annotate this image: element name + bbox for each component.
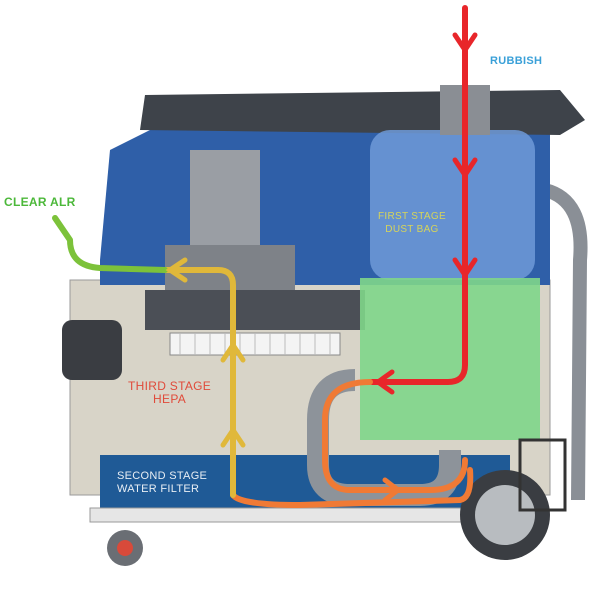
clear-air-label: CLEAR ALR bbox=[4, 195, 76, 209]
front-wheel-hub bbox=[117, 540, 133, 556]
flow-arrows bbox=[52, 5, 474, 508]
motor bbox=[190, 150, 260, 250]
arrowhead-right bbox=[382, 477, 403, 503]
hepa-pleats bbox=[179, 333, 331, 355]
second-stage-line-2: WATER FILTER bbox=[117, 483, 200, 495]
third-stage-label: THIRD STAGE HEPA bbox=[128, 380, 211, 406]
second-stage-label: SECOND STAGE WATER FILTER bbox=[117, 470, 207, 496]
clear-air-flow-arrow bbox=[52, 215, 168, 273]
first-stage-label: FIRST STAGE DUST BAG bbox=[378, 210, 446, 236]
arrowhead-left bbox=[165, 257, 188, 283]
dust-bag-upper bbox=[370, 130, 535, 280]
first-stage-line-2: DUST BAG bbox=[385, 224, 439, 235]
rubbish-flow-arrow bbox=[369, 5, 468, 385]
third-stage-line-1: THIRD STAGE bbox=[128, 379, 212, 393]
water-flow-bottom-arrow bbox=[230, 467, 474, 508]
arrowheads bbox=[165, 32, 478, 503]
top-lid bbox=[140, 90, 585, 135]
third-stage-line-2: HEPA bbox=[153, 392, 187, 406]
hepa-flow-arrow bbox=[162, 267, 236, 498]
arrowhead-down bbox=[452, 157, 478, 180]
rubbish-label: RUBBISH bbox=[490, 55, 543, 67]
arrowhead-down bbox=[452, 32, 478, 55]
first-stage-line-1: FIRST STAGE bbox=[378, 211, 446, 222]
arrowhead-up bbox=[220, 425, 246, 448]
hose bbox=[542, 183, 588, 501]
arrowhead-down bbox=[452, 257, 478, 280]
water-flow-arrow bbox=[322, 379, 468, 493]
side-basket bbox=[518, 438, 567, 512]
second-stage-line-1: SECOND STAGE bbox=[117, 470, 208, 482]
arrowhead-up bbox=[220, 340, 246, 363]
rear-wheel-hub bbox=[475, 485, 535, 545]
dust-bag-lower bbox=[360, 278, 540, 440]
base bbox=[89, 507, 521, 523]
left-handle bbox=[62, 320, 122, 380]
fan-housing bbox=[145, 290, 365, 330]
arrowhead-left bbox=[373, 369, 395, 395]
